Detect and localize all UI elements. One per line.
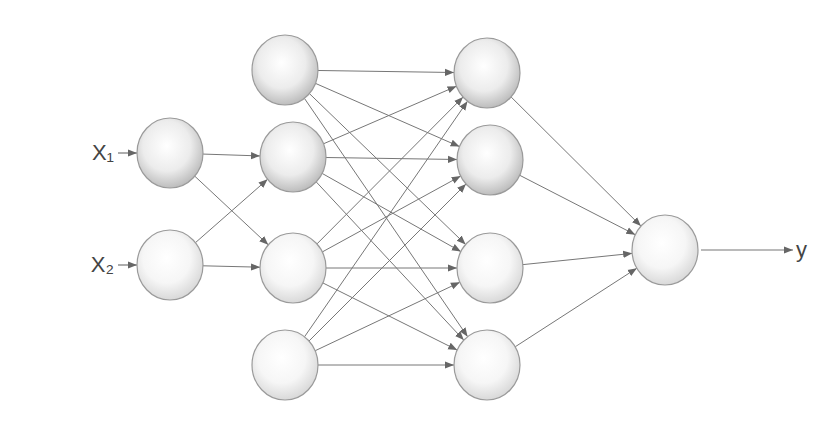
neuron-shape [631, 214, 699, 286]
weight-connection [315, 83, 459, 146]
neuron-node [259, 232, 327, 304]
neuron-circle [252, 330, 318, 400]
weight-connection [523, 253, 632, 264]
neuron-node: X₂ [136, 229, 204, 301]
weight-connection [326, 268, 457, 269]
neuron-circle [137, 230, 203, 300]
neuron-node [456, 124, 524, 196]
weight-connection [315, 282, 460, 350]
neuron-circle [137, 118, 203, 188]
weight-connection [515, 268, 637, 347]
neuron-circle [260, 122, 326, 192]
weight-connection [511, 97, 641, 226]
weight-connection [318, 365, 454, 366]
neuron-node [259, 121, 327, 193]
weight-connection [326, 158, 457, 160]
weight-connection [195, 179, 267, 242]
neuron-circle [457, 125, 523, 195]
neuron-node [453, 37, 521, 109]
input-label: X₁ [92, 142, 114, 164]
weight-connection [195, 176, 268, 245]
neuron-node [453, 329, 521, 401]
neuron-node [251, 34, 319, 106]
weight-connection [318, 70, 454, 72]
neuron-circle [632, 215, 698, 285]
neuron-node [456, 232, 524, 304]
input-arrow [118, 264, 137, 265]
weight-connection [305, 101, 468, 337]
edge-group [195, 70, 641, 365]
neuron-shape [456, 124, 524, 196]
neuron-shape [136, 229, 204, 301]
weight-connection [520, 175, 636, 234]
neuron-node: y [631, 214, 699, 286]
neuron-circle [454, 38, 520, 108]
output-arrow [701, 249, 793, 250]
neuron-circle [252, 35, 318, 105]
neuron-shape [259, 232, 327, 304]
neuron-shape [453, 329, 521, 401]
neuron-shape [251, 329, 319, 401]
neuron-shape [456, 232, 524, 304]
weight-connection [322, 176, 460, 252]
weight-connection [324, 86, 457, 144]
neuron-circle [260, 233, 326, 303]
neuron-shape [136, 117, 204, 189]
output-label: y [796, 239, 807, 261]
weight-connection [309, 184, 466, 341]
input-label: X₂ [91, 254, 114, 276]
neuron-shape [259, 121, 327, 193]
weight-connection [304, 98, 467, 336]
neuron-shape [251, 34, 319, 106]
neuron-node: X₁ [136, 117, 204, 189]
weight-connection [203, 154, 260, 156]
input-arrow [118, 152, 137, 153]
neuron-circle [457, 233, 523, 303]
weight-connection [322, 173, 461, 251]
neuron-node [251, 329, 319, 401]
weight-connection [203, 266, 260, 267]
neuron-shape [453, 37, 521, 109]
weight-connection [317, 97, 463, 244]
neuron-circle [454, 330, 520, 400]
